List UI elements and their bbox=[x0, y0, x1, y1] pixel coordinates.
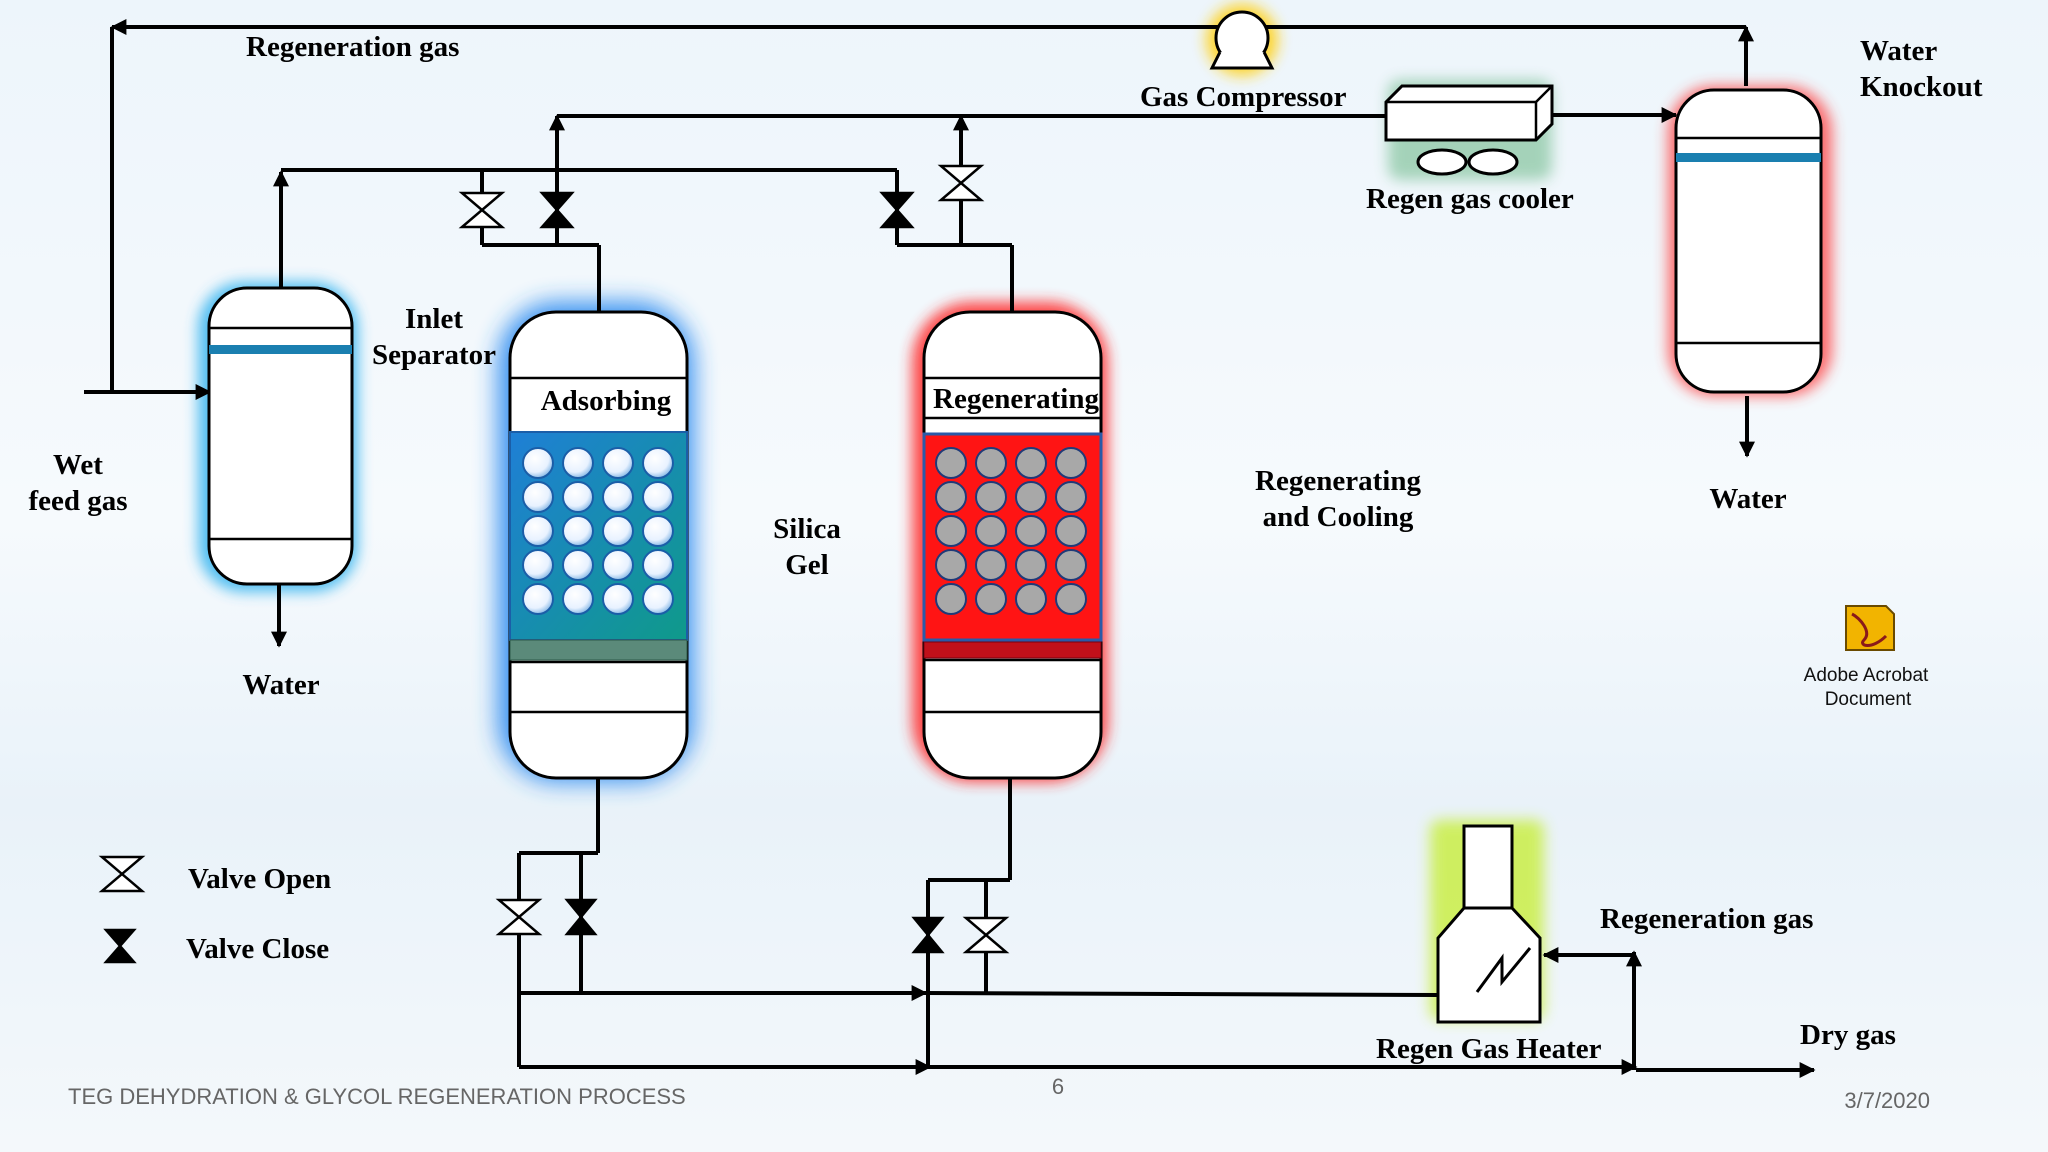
adsorbent-bead bbox=[602, 515, 634, 547]
legend-valve-close-icon bbox=[103, 928, 137, 964]
page-number: 6 bbox=[1052, 1074, 1064, 1099]
footer-date: 3/7/2020 bbox=[1844, 1088, 1930, 1113]
footer-title: TEG DEHYDRATION & GLYCOL REGENERATION PR… bbox=[68, 1084, 686, 1109]
adsorbent-bead bbox=[602, 583, 634, 615]
adsorbent-bead bbox=[522, 515, 554, 547]
saturated-bead bbox=[975, 549, 1007, 581]
saturated-bead bbox=[975, 481, 1007, 513]
adsorbent-bead bbox=[522, 583, 554, 615]
water-left-label: Water bbox=[242, 669, 319, 701]
saturated-bead bbox=[935, 447, 967, 479]
valve-close-top-left[interactable] bbox=[539, 191, 575, 229]
saturated-bead bbox=[1055, 515, 1087, 547]
adsorbent-bead bbox=[562, 515, 594, 547]
adsorbent-bead bbox=[522, 481, 554, 513]
water-knockout-vessel[interactable] bbox=[1674, 88, 1823, 394]
saturated-bead bbox=[1055, 447, 1087, 479]
acrobat-icon bbox=[1845, 605, 1895, 651]
valve-open-top-right[interactable] bbox=[937, 164, 985, 202]
saturated-bead bbox=[1015, 447, 1047, 479]
adsorbent-bead bbox=[522, 549, 554, 581]
regeneration-gas-bottom-label: Regeneration gas bbox=[1600, 903, 1813, 935]
saturated-bead bbox=[935, 481, 967, 513]
saturated-bead bbox=[935, 515, 967, 547]
attachment-label-line2: Document bbox=[1825, 689, 1912, 710]
regenerating-cooling-label-line1: Regenerating bbox=[1255, 465, 1421, 497]
adsorbent-bead bbox=[522, 447, 554, 479]
valve-close-bottom-left[interactable] bbox=[564, 898, 598, 936]
silica-gel-label-line1: Silica bbox=[773, 513, 841, 545]
saturated-bead bbox=[1055, 549, 1087, 581]
adsorbent-bead bbox=[642, 583, 674, 615]
valve-open-bottom-right[interactable] bbox=[962, 916, 1010, 954]
adobe-acrobat-document-attachment[interactable]: Adobe Acrobat Document bbox=[1804, 605, 1929, 710]
regen-gas-heater-label: Regen Gas Heater bbox=[1376, 1033, 1602, 1065]
adsorbent-bead bbox=[642, 549, 674, 581]
regenerating-label: Regenerating bbox=[933, 383, 1099, 415]
water-knockout-label-line2: Knockout bbox=[1860, 71, 1983, 103]
adsorbent-bead bbox=[602, 447, 634, 479]
adsorbent-bead bbox=[562, 447, 594, 479]
gas-compressor[interactable] bbox=[1209, 10, 1275, 70]
inlet-separator-label-line1: Inlet bbox=[405, 303, 463, 335]
legend-valve-open-icon bbox=[98, 855, 146, 893]
saturated-bead bbox=[1015, 549, 1047, 581]
inlet-separator-label-line2: Separator bbox=[372, 339, 496, 371]
saturated-bead bbox=[1055, 583, 1087, 615]
legend: Valve Open Valve Close bbox=[98, 855, 331, 965]
valve-open-bottom-left[interactable] bbox=[495, 898, 543, 936]
adsorbent-beads bbox=[522, 447, 674, 615]
saturated-bead bbox=[975, 447, 1007, 479]
water-knockout-label-line1: Water bbox=[1860, 35, 1937, 67]
saturated-bead bbox=[975, 583, 1007, 615]
adsorbent-bead bbox=[642, 481, 674, 513]
legend-valve-close-label: Valve Close bbox=[186, 933, 329, 965]
adsorber-vessel[interactable] bbox=[508, 310, 689, 780]
adsorbent-bead bbox=[602, 481, 634, 513]
piping bbox=[84, 19, 1816, 1078]
adsorbent-bead bbox=[562, 481, 594, 513]
saturated-bead bbox=[1015, 583, 1047, 615]
valve-close-top-right[interactable] bbox=[879, 191, 915, 229]
saturated-bead bbox=[1055, 481, 1087, 513]
regen-gas-cooler-label: Regen gas cooler bbox=[1366, 183, 1574, 215]
saturated-bead bbox=[1015, 481, 1047, 513]
wet-feed-gas-label-line1: Wet bbox=[53, 449, 103, 481]
water-right-label: Water bbox=[1709, 483, 1786, 515]
adsorbent-bead bbox=[562, 583, 594, 615]
gas-compressor-label: Gas Compressor bbox=[1140, 81, 1347, 113]
valve-close-bottom-right[interactable] bbox=[911, 916, 945, 954]
adsorbent-bead bbox=[642, 515, 674, 547]
adsorbent-bead bbox=[602, 549, 634, 581]
adsorbent-bead bbox=[642, 447, 674, 479]
regenerating-cooling-label-line2: and Cooling bbox=[1263, 501, 1414, 533]
saturated-bead bbox=[935, 549, 967, 581]
regen-gas-heater[interactable] bbox=[1436, 824, 1542, 1024]
saturated-bead bbox=[1015, 515, 1047, 547]
inlet-separator[interactable] bbox=[207, 286, 354, 586]
legend-valve-open-label: Valve Open bbox=[188, 863, 331, 895]
dry-gas-label: Dry gas bbox=[1800, 1019, 1896, 1051]
attachment-label-line1: Adobe Acrobat bbox=[1804, 665, 1929, 686]
wet-feed-gas-label-line2: feed gas bbox=[28, 485, 127, 517]
adsorbent-bead bbox=[562, 549, 594, 581]
saturated-bead bbox=[975, 515, 1007, 547]
regenerator-vessel[interactable] bbox=[922, 310, 1103, 780]
valve-open-top-left[interactable] bbox=[458, 191, 506, 229]
regeneration-gas-top-label: Regeneration gas bbox=[246, 31, 459, 63]
adsorbing-label: Adsorbing bbox=[541, 385, 672, 417]
regen-gas-cooler[interactable] bbox=[1384, 84, 1554, 176]
saturated-bead bbox=[935, 583, 967, 615]
silica-gel-label-line2: Gel bbox=[785, 549, 829, 581]
saturated-beads bbox=[935, 447, 1087, 615]
